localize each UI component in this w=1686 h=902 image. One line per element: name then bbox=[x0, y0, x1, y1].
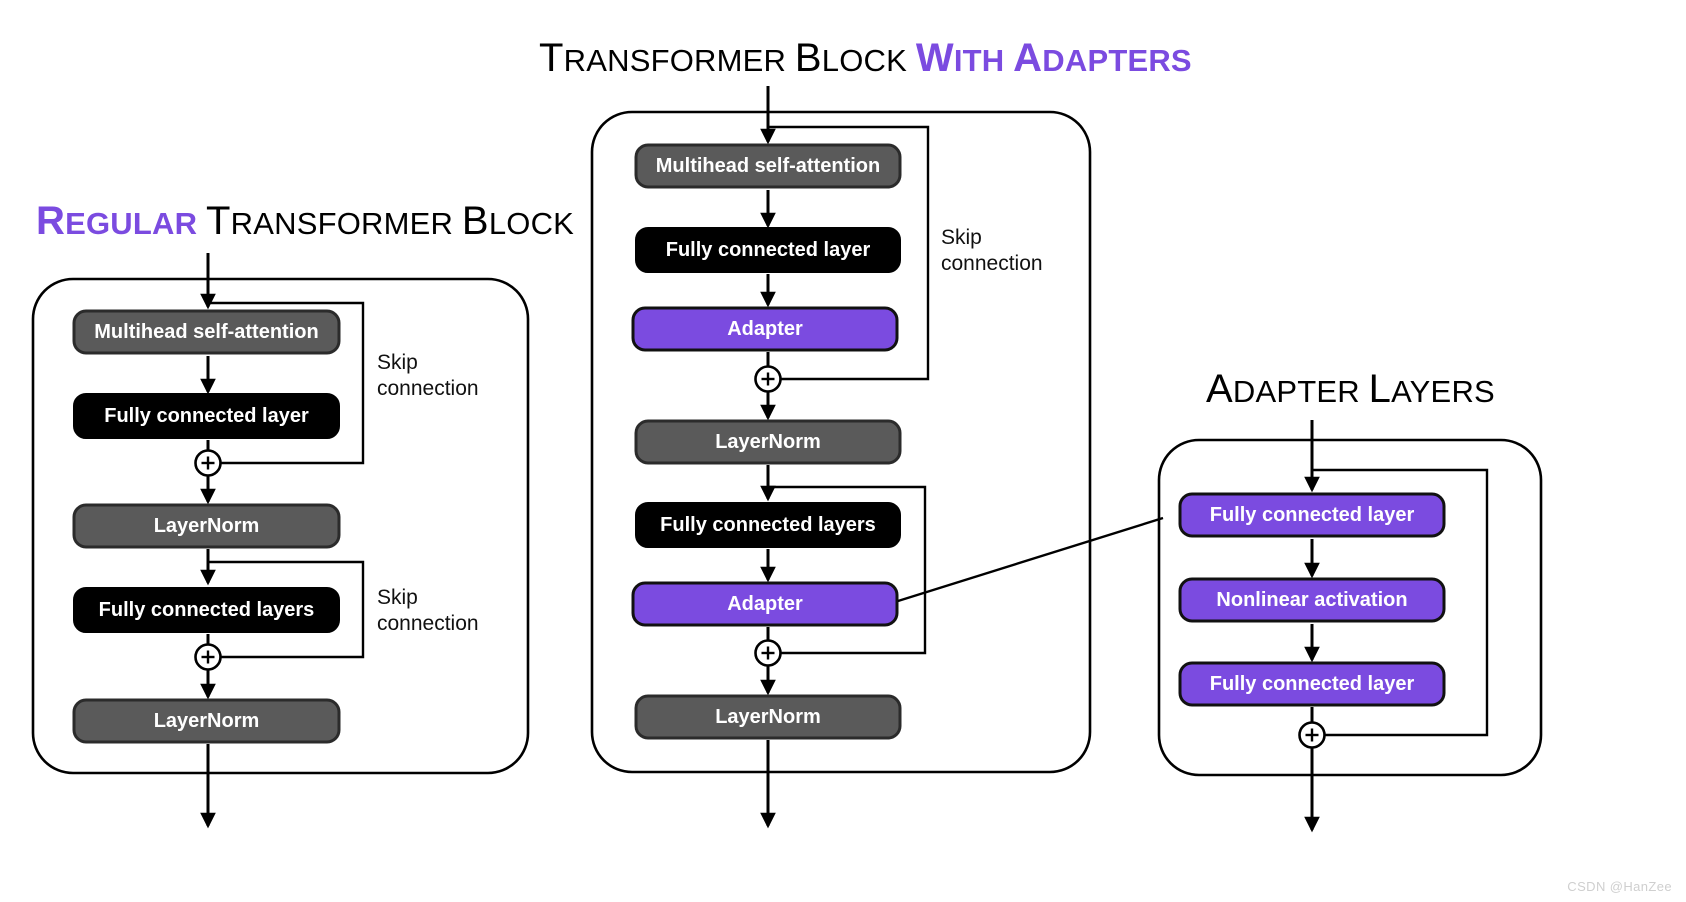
adapter-node-4-box bbox=[635, 502, 901, 548]
regular-skip-label-0: Skip connection bbox=[377, 351, 479, 400]
heading-regular-purple: REGULAR bbox=[36, 199, 198, 243]
adapter-node-2-box bbox=[631, 306, 899, 352]
adapter-layers-skip-path bbox=[1312, 468, 1489, 737]
regular-block-container bbox=[31, 277, 530, 775]
adapter-node-3-box bbox=[634, 419, 902, 465]
heading-regular-transformer-block: REGULAR TRANSFORMER BLOCK bbox=[36, 199, 574, 244]
adapter-node-1-box bbox=[635, 227, 901, 273]
adapter-node-6-box bbox=[634, 694, 902, 740]
regular-node-1-box bbox=[73, 393, 340, 439]
regular-node-2-box bbox=[72, 503, 341, 549]
adapter-layers-node-2-box bbox=[1178, 661, 1446, 707]
heading-transformer-with-adapters: TRANSFORMER BLOCK WITH ADAPTERS bbox=[539, 36, 1192, 81]
regular-skip-path-2-main bbox=[208, 560, 365, 659]
heading-adapters-purple: WITH ADAPTERS bbox=[915, 36, 1192, 80]
regular-node-0-box bbox=[72, 309, 341, 355]
adapter-skip-path-2 bbox=[768, 485, 927, 655]
heading-regular-rest: TRANSFORMER BLOCK bbox=[206, 199, 575, 243]
regular-block-group bbox=[31, 253, 530, 829]
adapter-node-5-box bbox=[631, 581, 899, 627]
watermark: CSDN @HanZee bbox=[1567, 879, 1672, 894]
adapter-node-0-box bbox=[634, 143, 902, 189]
regular-skip-path-1 bbox=[208, 301, 365, 465]
adapter-skip-label-0: Skip connection bbox=[941, 226, 1043, 275]
heading-adapter-layers-text: ADAPTER LAYERS bbox=[1206, 367, 1495, 411]
adapter-layers-node-0-box bbox=[1178, 492, 1446, 538]
adapter-skip-path-1 bbox=[768, 125, 930, 381]
heading-adapter-layers: ADAPTER LAYERS bbox=[1206, 367, 1495, 412]
adapter-block-container bbox=[590, 110, 1092, 774]
adapter-layers-group bbox=[1157, 420, 1543, 833]
adapter-layers-node-1-box bbox=[1178, 577, 1446, 623]
regular-node-3-box bbox=[73, 587, 340, 633]
adapter-layers-container bbox=[1157, 438, 1543, 777]
heading-adapters-pre: TRANSFORMER BLOCK bbox=[539, 36, 908, 80]
adapter-block-group bbox=[590, 86, 1092, 829]
regular-node-4-box bbox=[72, 698, 341, 744]
callout-line bbox=[897, 516, 1164, 603]
regular-skip-label-1: Skip connection bbox=[377, 586, 479, 635]
